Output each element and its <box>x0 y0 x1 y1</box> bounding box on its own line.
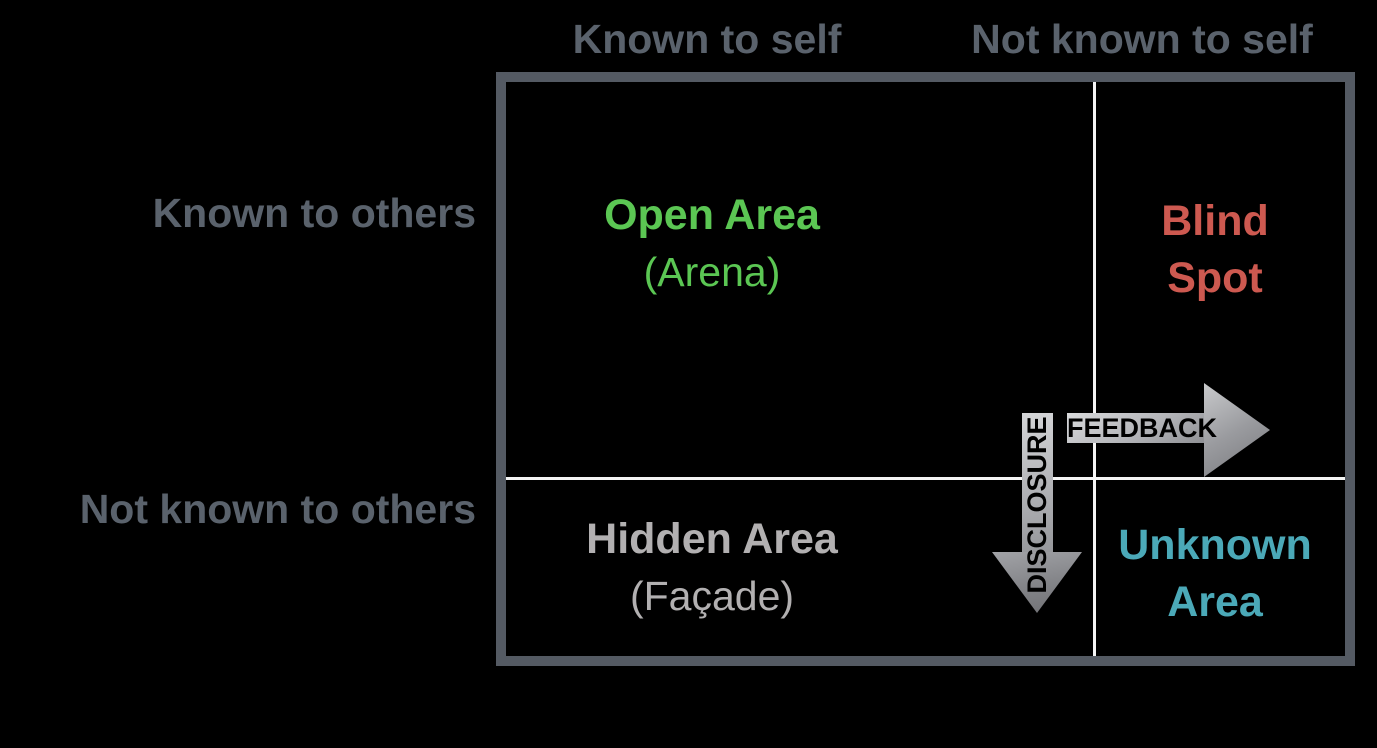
quadrant-open-area-title: Open Area <box>604 191 820 239</box>
axis-label-known-to-others: Known to others <box>152 190 476 236</box>
horizontal-divider-line <box>506 477 1345 480</box>
quadrant-unknown-area-title-line2: Area <box>1167 578 1263 626</box>
axis-label-known-to-self: Known to self <box>572 16 842 62</box>
quadrant-unknown-area-title-line1: Unknown <box>1118 521 1312 569</box>
disclosure-arrow-label: DISCLOSURE <box>1022 416 1052 594</box>
feedback-arrow-shaft <box>1067 413 1204 443</box>
quadrant-blind-spot-title-line1: Blind <box>1161 197 1269 245</box>
axis-label-not-known-to-self: Not known to self <box>971 16 1313 62</box>
quadrant-open-area-subtitle: (Arena) <box>643 249 781 295</box>
quadrant-hidden-area-title: Hidden Area <box>586 515 838 563</box>
quadrant-unknown-area: Unknown Area <box>1097 517 1333 631</box>
quadrant-hidden-area-subtitle: (Façade) <box>629 573 795 619</box>
quadrant-hidden-area: Hidden Area (Façade) <box>507 511 917 625</box>
quadrant-open-area: Open Area (Arena) <box>507 187 917 301</box>
window-frame <box>496 72 1355 666</box>
quadrant-blind-spot-title-line2: Spot <box>1167 254 1263 302</box>
quadrant-blind-spot: Blind Spot <box>1097 193 1333 307</box>
axis-label-not-known-to-others: Not known to others <box>79 486 476 532</box>
disclosure-arrow-shaft <box>1022 413 1053 552</box>
vertical-divider-line <box>1093 82 1096 656</box>
feedback-arrow-label: FEEDBACK <box>1067 413 1218 443</box>
